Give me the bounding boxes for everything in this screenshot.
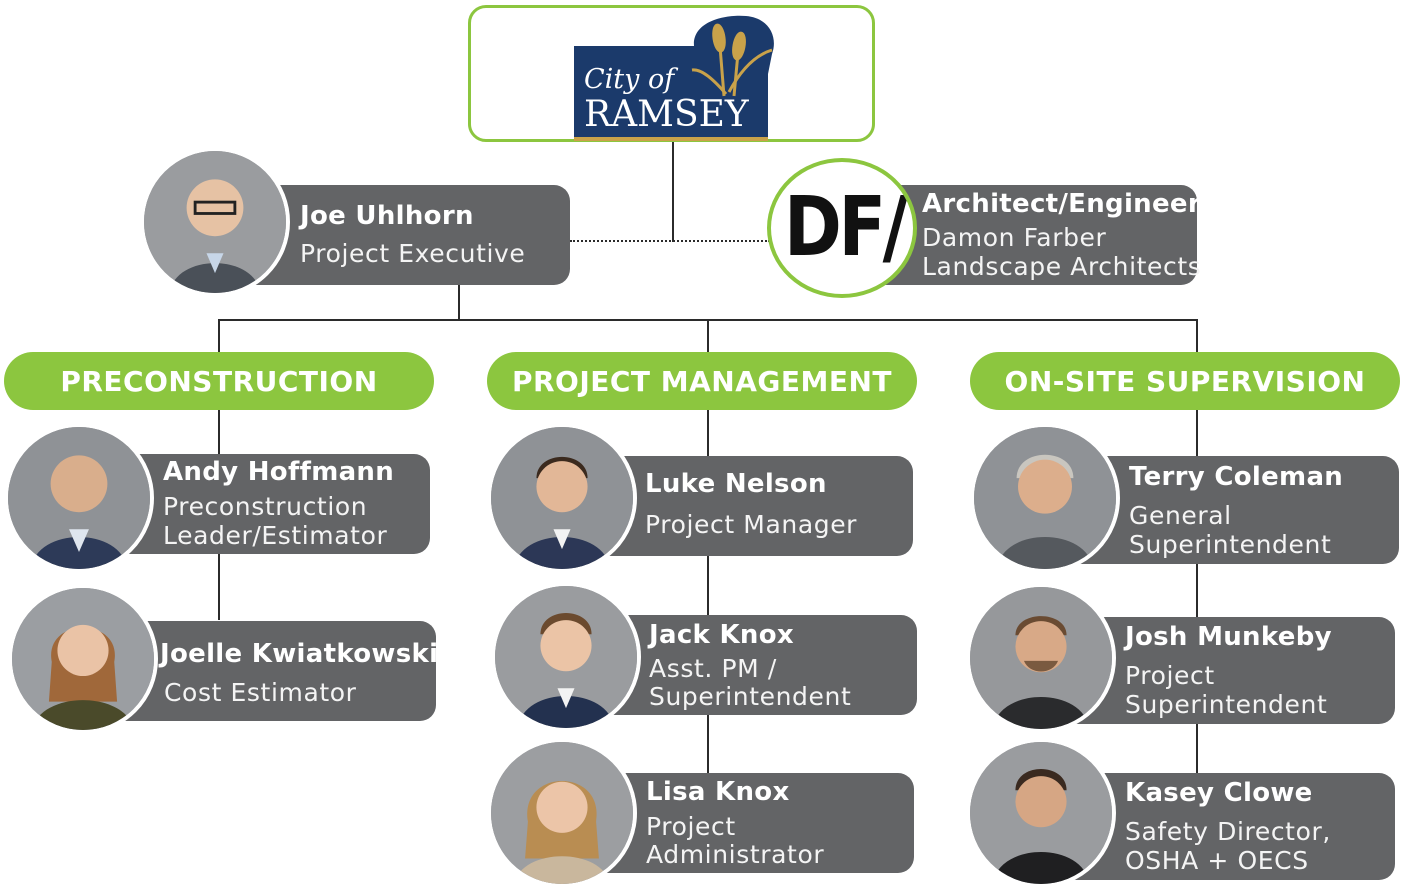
- damon-farber-logo: DF/: [767, 158, 917, 298]
- card-terry-coleman: Terry Coleman General Superintendent: [1064, 456, 1399, 564]
- member-name: Terry Coleman: [1129, 462, 1344, 492]
- connector-dotted-exec-architect: [570, 240, 770, 242]
- architect-title: Architect/Engineer: [922, 189, 1201, 219]
- df-logo-text: DF/: [784, 180, 908, 275]
- member-role-line2: Superintendent: [649, 682, 852, 711]
- member-role-line2: OSHA + OECS: [1125, 846, 1309, 875]
- member-name: Lisa Knox: [646, 777, 790, 807]
- avatar-andy-hoffmann: [4, 423, 154, 573]
- member-role-line1: Project: [1125, 661, 1215, 690]
- avatar-joe-uhlhorn: [140, 147, 290, 297]
- avatar-lisa-knox: [487, 738, 637, 888]
- city-of-ramsey-logo: City of RAMSEY: [574, 14, 776, 141]
- logo-line1: City of: [584, 64, 678, 95]
- card-lisa-knox: Lisa Knox Project Administrator: [582, 773, 914, 873]
- member-role-line1: Cost Estimator: [164, 678, 357, 707]
- avatar-jack-knox: [491, 582, 641, 732]
- member-name: Luke Nelson: [645, 469, 827, 499]
- dept-header-preconstruction: PRECONSTRUCTION: [4, 352, 434, 410]
- member-role-line1: Asst. PM /: [649, 654, 777, 683]
- member-role-line1: Project: [646, 812, 736, 841]
- architect-line2: Landscape Architects: [922, 252, 1202, 281]
- member-name: Kasey Clowe: [1125, 778, 1313, 808]
- member-role-line1: Preconstruction: [163, 492, 368, 521]
- member-role-line2: Superintendent: [1129, 530, 1332, 559]
- connector-precon-drop: [218, 319, 220, 354]
- connector-client-down: [672, 142, 674, 242]
- dept-header-onsite-supervision: ON-SITE SUPERVISION: [970, 352, 1400, 410]
- card-andy-hoffmann: Andy Hoffmann Preconstruction Leader/Est…: [95, 454, 430, 554]
- avatar-josh-munkeby: [966, 583, 1116, 733]
- connector-site-drop: [1196, 319, 1198, 354]
- architect-card: Architect/Engineer Damon Farber Landscap…: [860, 185, 1201, 285]
- architect-line1: Damon Farber: [922, 223, 1107, 252]
- member-role-line1: Project Manager: [645, 510, 858, 539]
- client-box: City of RAMSEY: [468, 5, 875, 142]
- avatar-terry-coleman: [970, 423, 1120, 573]
- card-jack-knox: Jack Knox Asst. PM / Superintendent: [585, 615, 917, 715]
- logo-line2: RAMSEY: [584, 94, 750, 135]
- card-kasey-clowe: Kasey Clowe Safety Director, OSHA + OECS: [1060, 773, 1395, 880]
- member-role-line1: Safety Director,: [1125, 817, 1331, 846]
- member-role-line2: Superintendent: [1125, 690, 1328, 719]
- member-role-line2: Leader/Estimator: [163, 521, 388, 550]
- connector-pm-column: [707, 408, 709, 780]
- member-name: Josh Munkeby: [1125, 622, 1332, 652]
- card-josh-munkeby: Josh Munkeby Project Superintendent: [1060, 617, 1395, 724]
- member-name: Jack Knox: [649, 620, 794, 650]
- member-name: Joelle Kwiatkowski: [160, 639, 439, 669]
- connector-exec-down: [458, 285, 460, 320]
- avatar-luke-nelson: [487, 423, 637, 573]
- avatar-kasey-clowe: [966, 738, 1116, 888]
- connector-site-column: [1196, 408, 1198, 780]
- member-role-line2: Administrator: [646, 840, 825, 869]
- avatar-joelle-kwiatkowski: [8, 584, 158, 734]
- wheat-icon: [691, 23, 773, 97]
- connector-pm-drop: [707, 319, 709, 354]
- dept-header-project-management: PROJECT MANAGEMENT: [487, 352, 917, 410]
- member-role-line1: General: [1129, 501, 1232, 530]
- executive-name: Joe Uhlhorn: [300, 201, 474, 231]
- executive-role: Project Executive: [300, 239, 526, 268]
- member-name: Andy Hoffmann: [163, 457, 395, 487]
